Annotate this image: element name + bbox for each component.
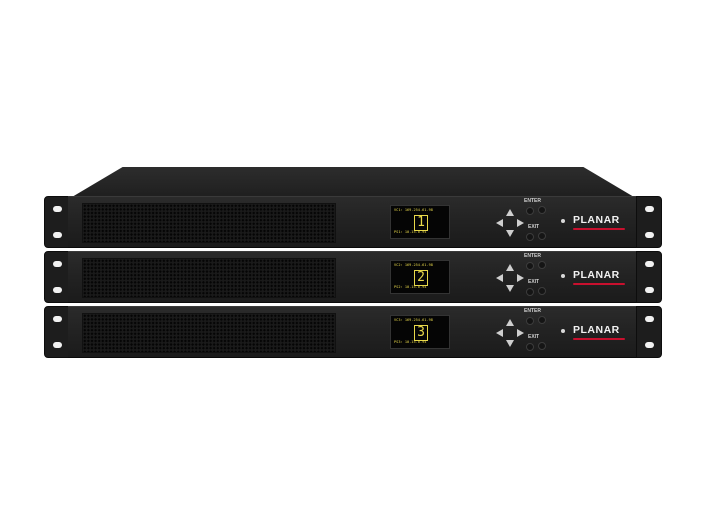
enter-button[interactable]	[538, 316, 546, 324]
brand-logo: PLANAR	[573, 324, 620, 336]
rack-unit-2: VC2: 169.254.61.98 2 PS2: 10.15.0.94 ENT…	[44, 251, 662, 303]
mount-hole	[645, 316, 654, 322]
front-panel: VC2: 169.254.61.98 2 PS2: 10.15.0.94 ENT…	[68, 251, 638, 303]
mount-hole	[53, 206, 62, 212]
mount-hole	[645, 342, 654, 348]
enter-button[interactable]	[538, 261, 546, 269]
enter-label: ENTER	[524, 308, 541, 314]
brand-logo: PLANAR	[573, 269, 620, 281]
exit-button[interactable]	[538, 232, 546, 240]
rack-unit-3: VC3: 169.254.61.98 3 PS3: 10.15.0.94 ENT…	[44, 306, 662, 358]
unit-number: 2	[414, 270, 428, 286]
dpad-up-arrow-icon[interactable]	[506, 319, 514, 326]
power-led	[561, 274, 565, 278]
brand-logo-underline	[573, 338, 625, 340]
dpad-down-arrow-icon[interactable]	[506, 230, 514, 237]
panel-button[interactable]	[526, 207, 534, 215]
dpad-left-arrow-icon[interactable]	[496, 329, 503, 337]
power-led	[561, 329, 565, 333]
mount-hole	[53, 316, 62, 322]
mount-hole	[645, 206, 654, 212]
display-line-2: PS3: 10.15.0.94	[394, 340, 427, 345]
front-panel: VC3: 169.254.61.98 3 PS3: 10.15.0.94 ENT…	[68, 306, 638, 358]
mount-hole	[645, 232, 654, 238]
dpad-right-arrow-icon[interactable]	[517, 329, 524, 337]
mount-hole	[53, 287, 62, 293]
panel-button[interactable]	[526, 233, 534, 241]
dpad-down-arrow-icon[interactable]	[506, 285, 514, 292]
exit-label: EXIT	[528, 224, 540, 230]
dpad-left-arrow-icon[interactable]	[496, 274, 503, 282]
enter-button[interactable]	[538, 206, 546, 214]
rack-unit-1: VC1: 169.254.61.98 1 PS1: 10.15.0.94 ENT…	[44, 196, 662, 248]
brand-logo-underline	[573, 228, 625, 230]
brand-logo-underline	[573, 283, 625, 285]
mount-hole	[645, 261, 654, 267]
dpad-left-arrow-icon[interactable]	[496, 219, 503, 227]
rack-ear-right	[636, 196, 662, 248]
ventilation-grille	[82, 258, 336, 298]
enter-label: ENTER	[524, 253, 541, 259]
rack-ear-left	[44, 251, 70, 303]
mount-hole	[53, 261, 62, 267]
enter-label: ENTER	[524, 198, 541, 204]
exit-button[interactable]	[538, 287, 546, 295]
dpad-up-arrow-icon[interactable]	[506, 209, 514, 216]
ventilation-grille	[82, 313, 336, 353]
navigation-dpad[interactable]	[496, 319, 524, 347]
mount-hole	[53, 232, 62, 238]
panel-button[interactable]	[526, 288, 534, 296]
status-display: VC1: 169.254.61.98 1 PS1: 10.15.0.94	[390, 205, 450, 239]
panel-button[interactable]	[526, 262, 534, 270]
rack-ear-right	[636, 306, 662, 358]
mount-hole	[53, 342, 62, 348]
dpad-up-arrow-icon[interactable]	[506, 264, 514, 271]
mount-hole	[645, 287, 654, 293]
status-display: VC3: 169.254.61.98 3 PS3: 10.15.0.94	[390, 315, 450, 349]
exit-button[interactable]	[538, 342, 546, 350]
front-panel: VC1: 169.254.61.98 1 PS1: 10.15.0.94 ENT…	[68, 196, 638, 248]
rack-ear-right	[636, 251, 662, 303]
display-line-1: VC3: 169.254.61.98	[394, 318, 433, 322]
exit-label: EXIT	[528, 279, 540, 285]
rack-ear-left	[44, 306, 70, 358]
display-line-2: PS1: 10.15.0.94	[394, 230, 427, 235]
panel-button[interactable]	[526, 343, 534, 351]
status-display: VC2: 169.254.61.98 2 PS2: 10.15.0.94	[390, 260, 450, 294]
navigation-dpad[interactable]	[496, 209, 524, 237]
navigation-dpad[interactable]	[496, 264, 524, 292]
ventilation-grille	[82, 203, 336, 243]
brand-logo: PLANAR	[573, 214, 620, 226]
dpad-down-arrow-icon[interactable]	[506, 340, 514, 347]
exit-label: EXIT	[528, 334, 540, 340]
panel-button[interactable]	[526, 317, 534, 325]
unit-number: 1	[414, 215, 428, 231]
rack-ear-left	[44, 196, 70, 248]
display-line-1: VC2: 169.254.61.98	[394, 263, 433, 267]
display-line-2: PS2: 10.15.0.94	[394, 285, 427, 290]
dpad-right-arrow-icon[interactable]	[517, 219, 524, 227]
power-led	[561, 219, 565, 223]
chassis-top-lid	[72, 167, 634, 197]
display-line-1: VC1: 169.254.61.98	[394, 208, 433, 212]
unit-number: 3	[414, 325, 428, 341]
dpad-right-arrow-icon[interactable]	[517, 274, 524, 282]
